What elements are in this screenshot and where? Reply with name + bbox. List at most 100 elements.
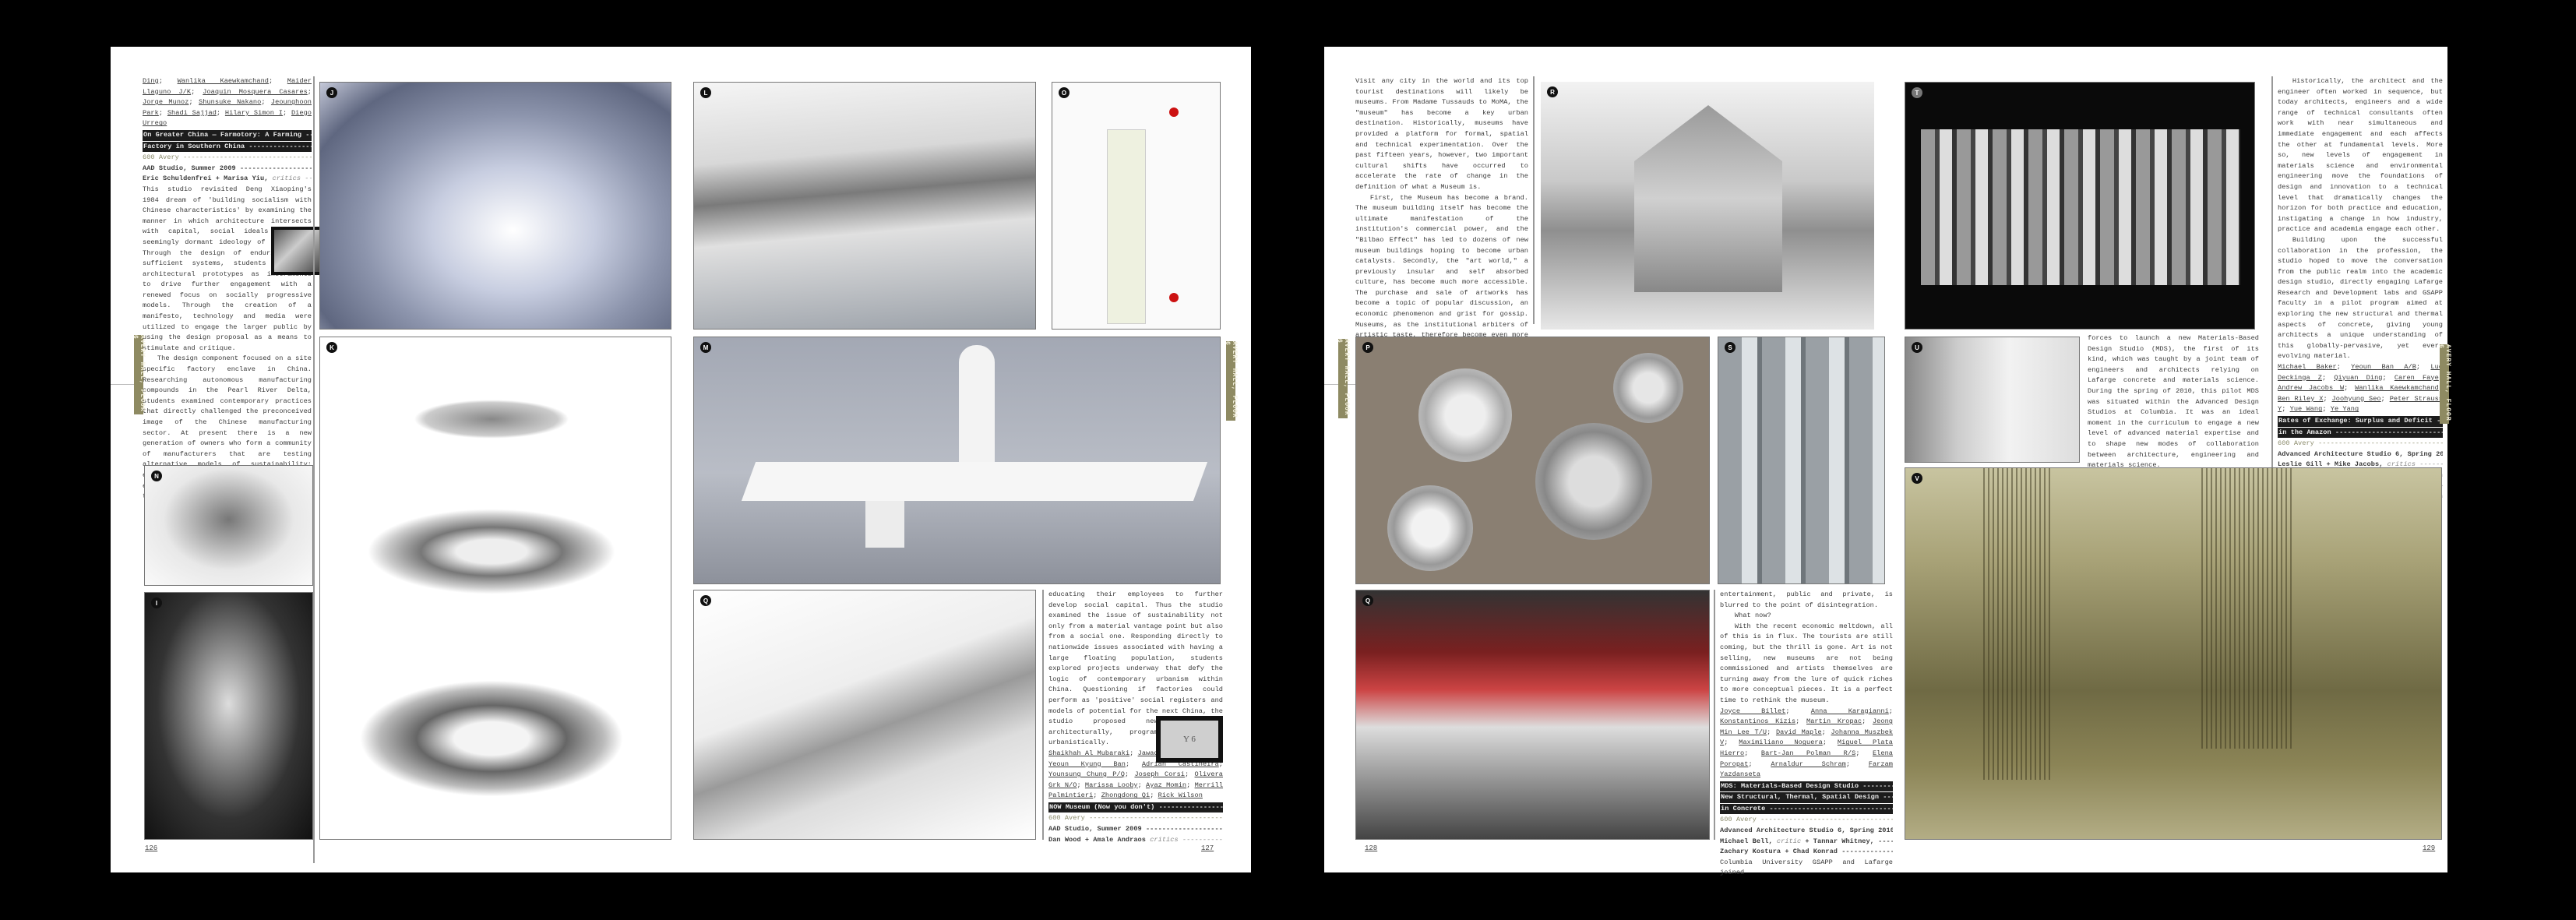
contributor-name: Yeoun Kyung Ban: [1048, 760, 1126, 768]
image-label: T: [1912, 87, 1922, 98]
body-paragraph: With the recent economic meltdown, all o…: [1720, 622, 1893, 704]
contributor-name: Joaquin Mosquera Casares: [203, 87, 308, 96]
body-paragraph: Building upon the successful collaborati…: [2278, 235, 2443, 361]
image-l-building-rendering: L: [693, 82, 1036, 330]
contributor-name: Merrill Palmintieri: [1048, 781, 1224, 800]
column-rule: [2271, 76, 2273, 481]
contributor-name: Diego Urrego: [143, 108, 312, 128]
image-label: I: [151, 597, 162, 608]
image-u-interior: U: [1905, 337, 2080, 463]
location-line: 600 Avery ------------------------------…: [1048, 814, 1223, 823]
section-title-bar: New Structural, Thermal, Spatial Design …: [1720, 792, 1893, 803]
contributor-name: Wanlika Kaewkamchand: [177, 77, 270, 85]
body-paragraph: Visit any city in the world and its top …: [1355, 77, 1528, 191]
contributor-name: Younsung Chung P/Q: [1048, 770, 1125, 779]
right-text-column-3: forces to launch a new Materials-Based D…: [2088, 333, 2259, 471]
image-label: K: [326, 342, 337, 353]
contributor-name: Michael Baker: [2278, 363, 2337, 372]
page-number: 128: [1365, 844, 1378, 852]
image-n-site-model: N: [144, 465, 313, 586]
critics-line: Dan Wood + Amale Andraos critics -------…: [1048, 835, 1223, 844]
column-rule: [1042, 590, 1044, 840]
contributor-name: Elena Poropat: [1720, 749, 1894, 768]
page-number: 129: [2423, 844, 2436, 852]
image-v-hanging-fibers: V: [1905, 467, 2442, 840]
right-text-column-1: Visit any city in the world and its top …: [1355, 76, 1528, 362]
contributor-name: David Maple: [1775, 728, 1822, 736]
left-page: Ding; Wanlika Kaewkamchand; Maider Llagu…: [111, 47, 1251, 872]
contributor-name: Marissa Looby: [1084, 781, 1138, 789]
contributor-names: Michael Baker; Yeoun Ban A/B; Luc Deckin…: [2278, 363, 2443, 414]
contributor-name: Hilary Simon I: [224, 108, 283, 117]
side-tab-right: AVERY HALL, FLOOR 6: [2437, 344, 2451, 424]
contributor-name: Joseph Corsi: [1134, 770, 1186, 779]
image-j-ribbon-rendering: J: [319, 82, 671, 330]
image-label: Q: [1362, 595, 1373, 606]
body-paragraph: Historically, the architect and the engi…: [2278, 77, 2443, 234]
critics-line: Eric Schuldenfrei + Marisa Yiu, critics …: [143, 174, 312, 183]
contributor-names: Shaikhah Al Mubaraki; Jawad Altabtabai L…: [1048, 749, 1224, 800]
image-o-site-diagram: O: [1052, 82, 1221, 330]
contributor-name: Qiyuan Ding: [2334, 373, 2383, 382]
left-text-column-2: Y 6 educating their employees to further…: [1048, 590, 1223, 845]
contributor-name: Ding: [143, 77, 159, 85]
contributor-name: Shunsuke Nakano: [199, 98, 262, 107]
contributor-name: Maider Llaguno J/K: [143, 77, 312, 96]
contributor-name: Konstantinos Kizis: [1720, 717, 1796, 726]
studio-line: AAD Studio, Summer 2009 ----------------…: [1048, 825, 1223, 834]
column-rule: [1714, 590, 1715, 840]
critics-line: Zachary Kostura + Chad Konrad ----------…: [1720, 848, 1893, 856]
body-paragraph: forces to launch a new Materials-Based D…: [2088, 334, 2259, 470]
section-title-bar: Rates of Exchange: Surplus and Deficit -…: [2278, 416, 2443, 427]
side-tab-left: AVERY HALL, FLOOR 6: [132, 335, 146, 414]
section-title-bar: On Greater China — Farmotory: A Farming …: [143, 129, 312, 141]
location-line: 600 Avery ------------------------------…: [1720, 816, 1893, 824]
image-s-glass-facade: S: [1718, 337, 1885, 584]
body-paragraph: Columbia University GSAPP and Lafarge jo…: [1720, 858, 1893, 877]
contributor-name: Peter Strauss Y: [2278, 394, 2443, 414]
contributor-name: Rick Wilson: [1158, 791, 1203, 800]
critics-line: Leslie Gill + Mike Jacobs, critics -----…: [2278, 460, 2443, 469]
image-label: U: [1912, 342, 1922, 353]
image-r-building-sketch: R: [1541, 82, 1874, 330]
contributor-name: Joyce Billet: [1720, 707, 1786, 715]
body-paragraph: What now?: [1734, 612, 1771, 620]
contributor-name: Bart-Jan Polman R/S: [1760, 749, 1856, 757]
image-label: L: [700, 87, 711, 98]
critics-line: Michael Bell, critic + Tannar Whitney, -…: [1720, 837, 1893, 845]
fold-line: [111, 384, 142, 385]
contributor-name: Yeoun Ban A/B: [2351, 363, 2416, 372]
body-paragraph: entertainment, public and private, is bl…: [1720, 590, 1893, 609]
image-label: J: [326, 87, 337, 98]
contributor-name: Shaikhah Al Mubaraki: [1048, 749, 1130, 757]
contributor-name: Jorge Munoz: [143, 98, 189, 107]
image-label: V: [1912, 473, 1922, 484]
side-tab-left: AVERY HALL, FLOOR 6: [1336, 339, 1350, 418]
image-label: N: [151, 471, 162, 481]
image-label: P: [1362, 342, 1373, 353]
contributor-name: Anna Karagianni: [1810, 707, 1889, 715]
contributor-name: Yue Wang: [2289, 405, 2323, 414]
body-paragraph: educating their employees to further dev…: [1048, 590, 1223, 747]
section-title-bar: NOW Museum (Now you don't) -------------…: [1048, 802, 1223, 813]
contributor-name: Jeounghoon Park: [143, 98, 312, 117]
side-tab-right: AVERY HALL, FLOOR 6: [1224, 341, 1238, 421]
image-label: S: [1725, 342, 1736, 353]
column-rule: [1533, 76, 1535, 324]
contributor-name: Joohyung Seo: [2331, 394, 2381, 403]
studio-line: AAD Studio, Summer 2009 ----------------…: [143, 164, 312, 172]
contributor-name: Andrew Jacobs W: [2278, 384, 2345, 393]
image-q-technical-drawing: Q: [693, 590, 1036, 840]
image-i-dark-model: I: [144, 592, 313, 840]
right-page: Visit any city in the world and its top …: [1324, 47, 2451, 876]
contributor-name: Caren Faye: [2394, 373, 2439, 382]
contributor-name: Zhongdong Qi: [1101, 791, 1151, 800]
contributor-name: Luc Deckinga Z: [2278, 363, 2443, 382]
section-title-bar: Factory in Southern China --------------…: [143, 141, 312, 153]
image-k-exploded-layers: K: [319, 337, 671, 840]
image-label: M: [700, 342, 711, 353]
body-paragraph: This studio revisited Deng Xiaoping's 19…: [143, 185, 312, 352]
contributor-name: Martin Kropac: [1806, 717, 1862, 726]
image-label: O: [1059, 87, 1070, 98]
image-label: Q: [700, 595, 711, 606]
